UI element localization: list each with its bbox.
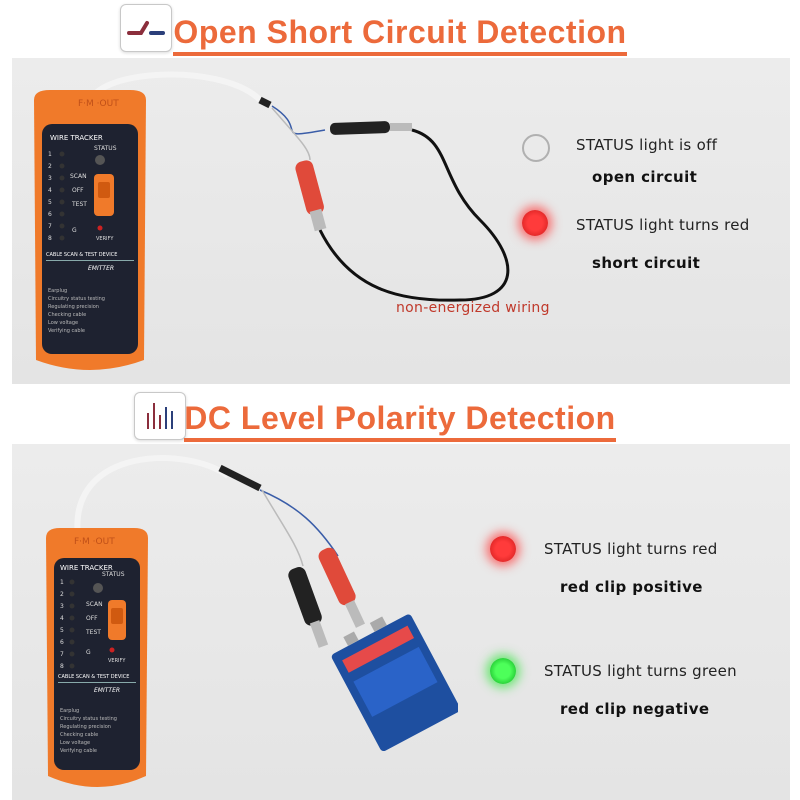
svg-text:Checking cable: Checking cable — [60, 732, 98, 738]
svg-text:CABLE SCAN & TEST DEVICE: CABLE SCAN & TEST DEVICE — [46, 252, 117, 258]
svg-text:1: 1 — [60, 579, 64, 586]
svg-text:G: G — [72, 227, 77, 234]
svg-text:Verifying cable: Verifying cable — [60, 748, 97, 754]
wire-cutter-icon — [120, 4, 172, 52]
svg-text:EMITTER: EMITTER — [94, 687, 120, 694]
svg-text:Earplug: Earplug — [48, 288, 67, 294]
status-off-indicator — [522, 134, 550, 162]
section-title-open-short: Open Short Circuit Detection — [0, 14, 800, 56]
svg-text:3: 3 — [60, 603, 64, 610]
svg-text:Regulating precision: Regulating precision — [48, 304, 99, 310]
svg-text:STATUS: STATUS — [102, 571, 125, 578]
svg-text:F·M ·OUT: F·M ·OUT — [78, 99, 119, 109]
svg-text:8: 8 — [48, 235, 52, 242]
legend-sub-open: open circuit — [592, 168, 698, 186]
svg-text:Circuitry status testing: Circuitry status testing — [48, 296, 105, 302]
status-red-indicator-2 — [490, 536, 516, 562]
svg-text:5: 5 — [48, 199, 52, 206]
svg-text:Low voltage: Low voltage — [60, 740, 90, 746]
svg-text:SCAN: SCAN — [70, 173, 87, 180]
svg-text:Regulating precision: Regulating precision — [60, 724, 111, 730]
svg-text:OFF: OFF — [86, 615, 98, 622]
svg-text:TEST: TEST — [71, 201, 87, 208]
svg-text:2: 2 — [48, 163, 52, 170]
svg-text:SCAN: SCAN — [86, 601, 103, 608]
wire-tracker-device-2: F·M ·OUT WIRE TRACKER STATUS 123 456 78 … — [46, 455, 458, 787]
svg-text:G: G — [86, 649, 91, 656]
svg-text:Checking cable: Checking cable — [48, 312, 86, 318]
svg-text:7: 7 — [48, 223, 52, 230]
svg-text:Low voltage: Low voltage — [48, 320, 78, 326]
svg-text:Earplug: Earplug — [60, 708, 79, 714]
svg-text:CABLE SCAN & TEST DEVICE: CABLE SCAN & TEST DEVICE — [58, 674, 129, 680]
svg-text:5: 5 — [60, 627, 64, 634]
svg-text:F·M ·OUT: F·M ·OUT — [74, 537, 115, 547]
svg-text:Circuitry status testing: Circuitry status testing — [60, 716, 117, 722]
legend-sub-negative: red clip negative — [560, 700, 710, 718]
svg-text:8: 8 — [60, 663, 64, 670]
svg-text:TEST: TEST — [85, 629, 101, 636]
device-brand-text: WIRE TRACKER — [50, 134, 103, 142]
wire-tracker-device: F·M ·OUT WIRE TRACKER STATUS 123 456 78 … — [34, 71, 510, 370]
status-red-indicator — [522, 210, 548, 236]
svg-text:4: 4 — [60, 615, 64, 622]
svg-text:1: 1 — [48, 151, 52, 158]
wiring-label: non-energized wiring — [396, 300, 550, 316]
svg-text:2: 2 — [60, 591, 64, 598]
svg-text:VERIFY: VERIFY — [96, 236, 114, 242]
status-green-indicator — [490, 658, 516, 684]
svg-text:VERIFY: VERIFY — [108, 658, 126, 664]
svg-text:7: 7 — [60, 651, 64, 658]
legend-sub-positive: red clip positive — [560, 578, 703, 596]
legend-sub-short: short circuit — [592, 254, 701, 272]
svg-text:6: 6 — [48, 211, 52, 218]
section-title-dc-polarity: DC Level Polarity Detection — [0, 400, 800, 442]
svg-text:4: 4 — [48, 187, 52, 194]
svg-text:3: 3 — [48, 175, 52, 182]
svg-text:WIRE TRACKER: WIRE TRACKER — [60, 564, 113, 572]
legend-text-red: STATUS light turns red — [576, 216, 750, 234]
svg-text:OFF: OFF — [72, 187, 84, 194]
svg-text:EMITTER: EMITTER — [88, 265, 114, 272]
legend-text-green: STATUS light turns green — [544, 662, 737, 680]
legend-text-off: STATUS light is off — [576, 136, 718, 154]
legend-text-red-2: STATUS light turns red — [544, 540, 718, 558]
svg-text:6: 6 — [60, 639, 64, 646]
signal-bars-icon — [134, 392, 186, 440]
svg-text:Verifying cable: Verifying cable — [48, 328, 85, 334]
svg-text:STATUS: STATUS — [94, 145, 117, 152]
